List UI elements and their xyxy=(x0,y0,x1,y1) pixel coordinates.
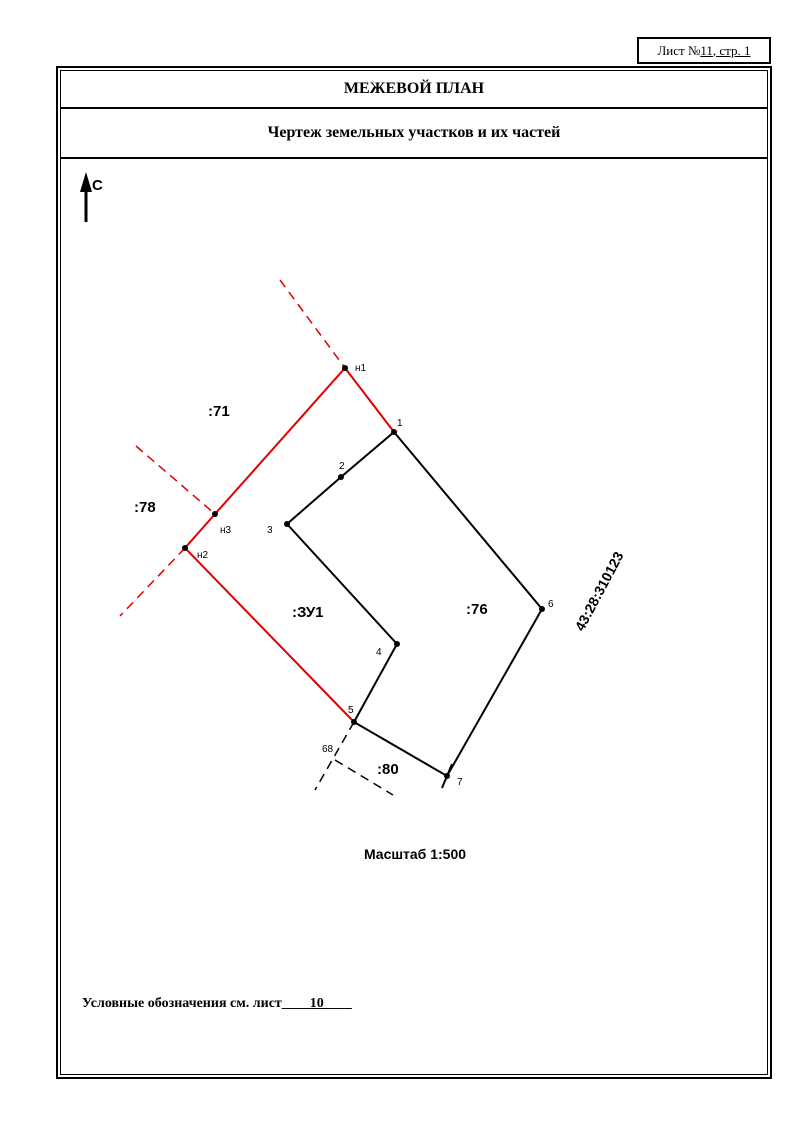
point-6 xyxy=(539,606,545,612)
new-boundary-line xyxy=(183,366,395,723)
point-5 xyxy=(351,719,357,725)
label-2: 2 xyxy=(339,461,345,472)
dashed-line-80 xyxy=(334,759,394,796)
point-1 xyxy=(391,429,397,435)
sheet-number: 11 xyxy=(700,42,713,58)
sheet-number-box: Лист № 11, стр. 1 xyxy=(637,37,771,64)
north-arrow-head xyxy=(80,172,92,192)
point-3 xyxy=(284,521,290,527)
dashed-line-n3 xyxy=(135,445,216,515)
label-1: 1 xyxy=(397,418,403,429)
drawing-subtitle: Чертеж земельных участков и их частей xyxy=(61,109,767,159)
point-n3 xyxy=(212,511,218,517)
boundary-points xyxy=(182,365,545,779)
scale-label: Масштаб 1:500 xyxy=(363,846,467,862)
north-label: С xyxy=(92,177,103,194)
parcel-76-boundary-line xyxy=(353,431,544,778)
drawing-frame: МЕЖЕВОЙ ПЛАН Чертеж земельных участков и… xyxy=(56,66,772,1079)
sheet-prefix: Лист № xyxy=(657,42,701,58)
dashed-line-n1 xyxy=(279,279,346,369)
label-3: 3 xyxy=(267,525,273,536)
existing-boundaries xyxy=(285,431,544,789)
legend-pad-left: ____ xyxy=(281,996,310,1011)
parcel-label-71: :71 xyxy=(208,403,230,420)
point-7 xyxy=(444,773,450,779)
point-2 xyxy=(338,474,344,480)
label-n2: н2 xyxy=(197,550,209,561)
label-4: 4 xyxy=(376,647,382,658)
sheet-suffix: , стр. 1 xyxy=(712,42,751,58)
parcel-label-zu1: :ЗУ1 xyxy=(292,604,324,621)
label-n3: н3 xyxy=(220,525,232,536)
point-n2 xyxy=(182,545,188,551)
parcel-label-78: :78 xyxy=(134,499,156,516)
cadastral-quarter-label: 43:28:310123 xyxy=(572,549,627,634)
dashed-line-68 xyxy=(314,721,355,791)
point-labels: н1 1 2 3 н3 н2 4 5 6 7 68 xyxy=(197,363,554,788)
label-n1: н1 xyxy=(355,363,367,374)
parcel-label-80: :80 xyxy=(377,761,399,778)
parcel-labels: :71 :78 :ЗУ1 :76 :80 43:28:310123 xyxy=(134,403,627,778)
label-6: 6 xyxy=(548,599,554,610)
drawing-frame-inner: МЕЖЕВОЙ ПЛАН Чертеж земельных участков и… xyxy=(60,70,768,1075)
label-7: 7 xyxy=(457,777,463,788)
label-68: 68 xyxy=(322,744,334,755)
point-n1 xyxy=(342,365,348,371)
dashed-line-n2 xyxy=(119,547,186,617)
north-arrow: С xyxy=(80,172,103,222)
legend-reference: Условные обозначения см. лист____10____ xyxy=(82,996,352,1012)
point-4 xyxy=(394,641,400,647)
legend-pad-right: ____ xyxy=(323,996,352,1011)
document-title: МЕЖЕВОЙ ПЛАН xyxy=(61,71,767,109)
legend-text: Условные обозначения см. лист xyxy=(82,996,282,1011)
adjacent-black-dashed xyxy=(314,721,394,796)
label-5: 5 xyxy=(348,705,354,716)
adjacent-red-dashed xyxy=(119,279,346,617)
legend-sheet-number: 10 xyxy=(309,996,324,1011)
new-boundaries xyxy=(183,366,395,723)
parcel-label-76: :76 xyxy=(466,601,488,618)
